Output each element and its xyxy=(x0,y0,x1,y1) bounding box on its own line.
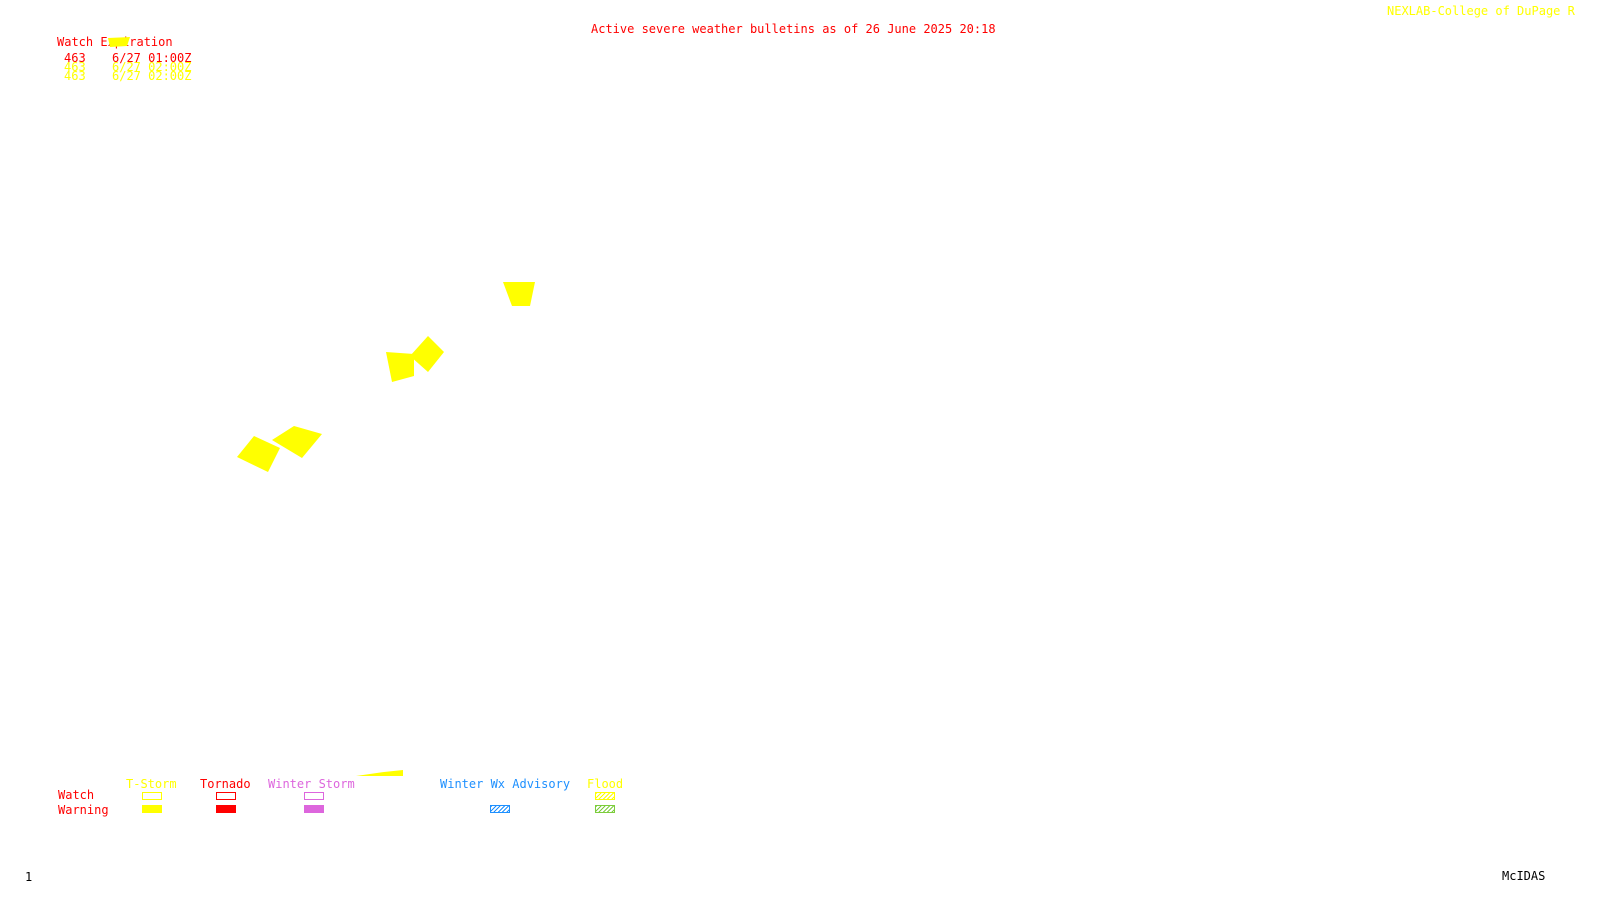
legend-watch-row-label: Watch xyxy=(58,788,95,802)
tstorm-warning-polygon[interactable] xyxy=(272,426,322,458)
legend-flood-label: Flood xyxy=(587,777,624,791)
legend-winter-wx-advisory-label: Winter Wx Advisory xyxy=(440,777,571,791)
watch-row-expiration: 6/27 02:00Z xyxy=(112,60,192,74)
tstorm-warning-polygon[interactable] xyxy=(356,770,403,776)
legend-winter-wx-advisory-warning-swatch xyxy=(490,805,510,813)
watch-row-expiration: 6/27 02:00Z xyxy=(112,69,192,83)
legend-flood-warning-swatch xyxy=(595,805,615,813)
legend-flood-watch-swatch xyxy=(595,792,615,800)
watch-row-number: 463 xyxy=(64,60,86,74)
software-label: McIDAS xyxy=(1502,869,1546,883)
tstorm-warning-polygon[interactable] xyxy=(503,282,535,306)
tstorm-warning-polygon[interactable] xyxy=(108,37,130,47)
legend-winter-storm-warning-swatch xyxy=(304,805,324,813)
legend-tornado-warning-swatch xyxy=(216,805,236,813)
watch-row-number: 463 xyxy=(64,51,86,65)
legend-tstorm-warning-swatch xyxy=(142,805,162,813)
legend-winter-storm-watch-swatch xyxy=(304,792,324,800)
credit-label: NEXLAB-College of DuPage R xyxy=(1387,4,1575,18)
legend-tornado-label: Tornado xyxy=(200,777,251,791)
frame-number: 1 xyxy=(25,870,33,884)
tstorm-warning-polygon[interactable] xyxy=(410,336,444,372)
tstorm-warning-polygon[interactable] xyxy=(386,352,414,382)
watch-row-expiration: 6/27 01:00Z xyxy=(112,51,192,65)
legend-tstorm-label: T-Storm xyxy=(126,777,177,791)
legend-tornado-watch-swatch xyxy=(216,792,236,800)
legend-warning-row-label: Warning xyxy=(58,803,109,817)
legend-winter-storm-label: Winter Storm xyxy=(268,777,355,791)
page-title: Active severe weather bulletins as of 26… xyxy=(591,22,996,36)
legend-tstorm-watch-swatch xyxy=(142,792,162,800)
warning-polygons xyxy=(108,37,535,776)
tstorm-warning-polygon[interactable] xyxy=(237,436,280,472)
watch-row-number: 463 xyxy=(64,69,86,83)
